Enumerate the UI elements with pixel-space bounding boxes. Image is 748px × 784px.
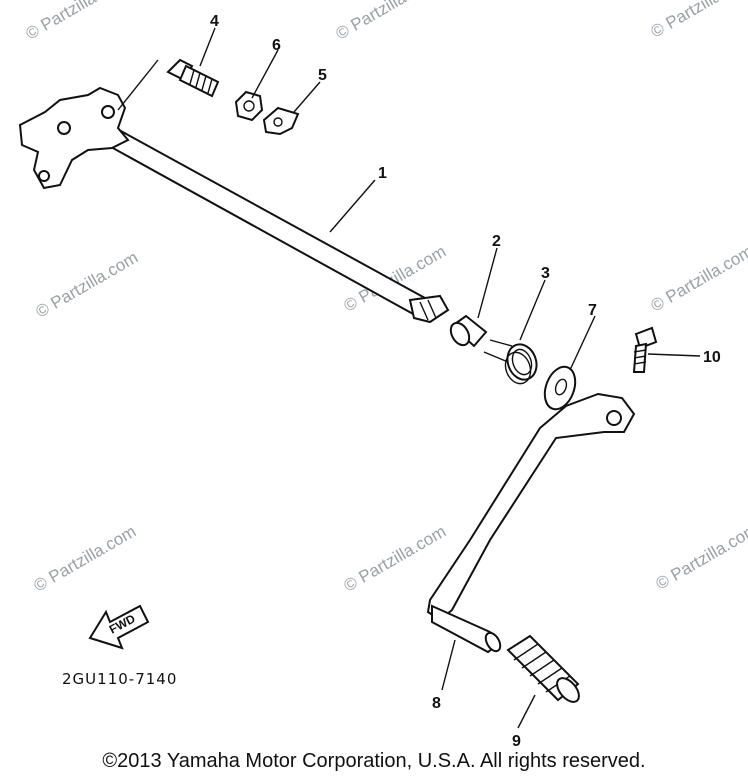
part-washer-5 [262, 106, 300, 136]
callouts: 1 2 3 4 5 6 7 8 9 10 [210, 13, 721, 750]
part-bolt-10 [632, 326, 658, 373]
callout-10: 10 [703, 349, 721, 366]
watermark-7: © Partzilla.com [31, 522, 140, 596]
watermark-6: © Partzilla.com [648, 242, 748, 316]
part-shift-pedal-8 [426, 392, 636, 654]
watermark-4: © Partzilla.com [33, 248, 142, 322]
copyright-notice: ©2013 Yamaha Motor Corporation, U.S.A. A… [102, 750, 646, 772]
diagram-code: 2GU110-7140 [62, 670, 177, 688]
part-spring-3 [483, 339, 538, 385]
leader-lines [199, 27, 701, 729]
part-shift-shaft [18, 59, 450, 324]
watermark-3: © Partzilla.com [648, 0, 748, 41]
callout-4: 4 [210, 13, 219, 30]
part-collar-2 [449, 314, 488, 348]
part-washer-7 [543, 365, 577, 411]
watermark-1: © Partzilla.com [23, 0, 132, 43]
part-bolt-4 [166, 58, 220, 98]
callout-3: 3 [541, 265, 550, 282]
callout-6: 6 [272, 37, 281, 54]
watermark-8: © Partzilla.com [341, 522, 450, 596]
watermark-2: © Partzilla.com [333, 0, 442, 43]
callout-8: 8 [432, 695, 441, 712]
callout-1: 1 [378, 165, 387, 182]
callout-2: 2 [492, 233, 501, 250]
callout-5: 5 [318, 67, 327, 84]
part-pedal-rubber-9 [506, 634, 580, 703]
fwd-arrow-icon: FWD [88, 604, 150, 650]
callout-7: 7 [588, 302, 597, 319]
callout-9: 9 [512, 733, 521, 750]
part-nut-6 [234, 90, 264, 122]
watermark-9: © Partzilla.com [653, 520, 748, 594]
